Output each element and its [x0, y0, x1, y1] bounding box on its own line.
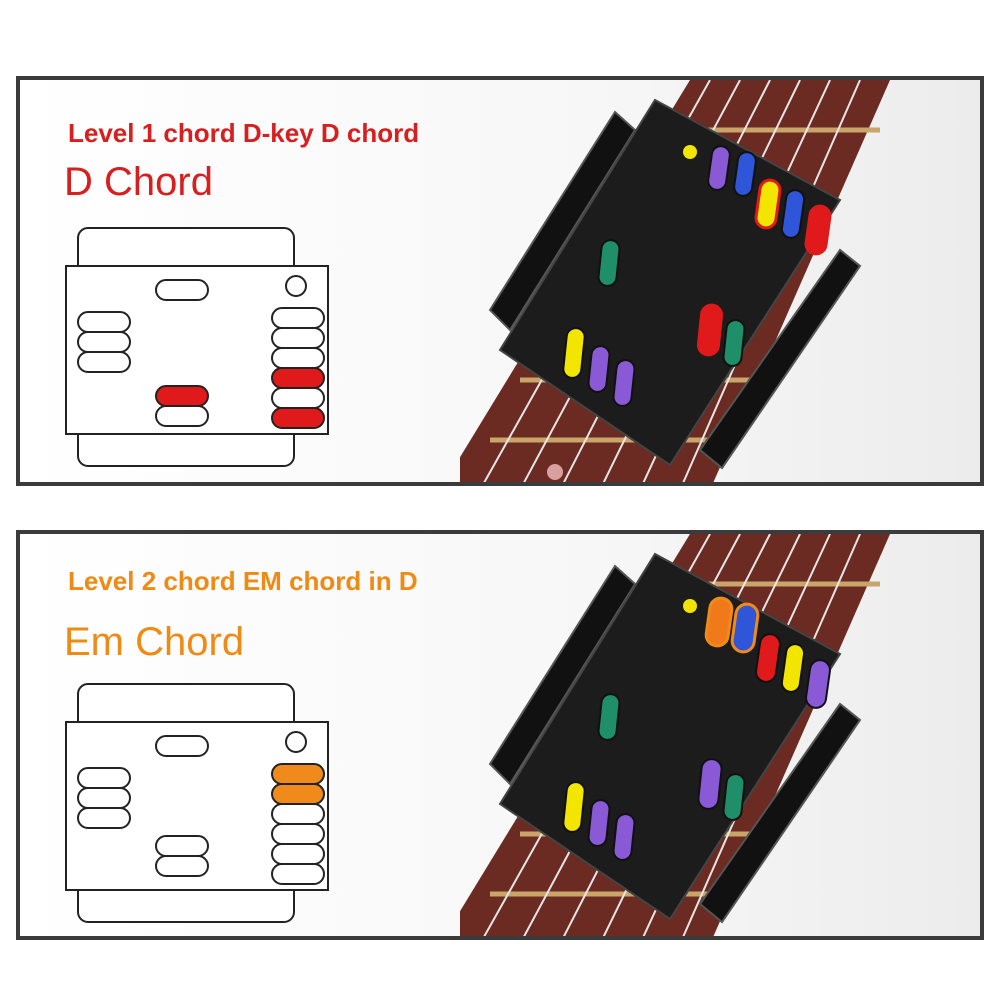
panel-subtitle: Level 2 chord EM chord in D — [68, 566, 418, 596]
panel-em-chord: Level 2 chord EM chord in D Em Chord — [16, 530, 984, 940]
chord-diagram — [64, 224, 334, 470]
panel-subtitle: Level 1 chord D-key D chord — [68, 118, 420, 148]
chord-diagram — [64, 680, 334, 926]
panel-title: D Chord — [64, 160, 213, 204]
panel-d-chord: Level 1 chord D-key D chord D Chord — [16, 76, 984, 486]
guitar-chord-trainer-image — [460, 80, 890, 482]
guitar-chord-trainer-image — [460, 534, 890, 936]
panel-title: Em Chord — [64, 620, 245, 664]
